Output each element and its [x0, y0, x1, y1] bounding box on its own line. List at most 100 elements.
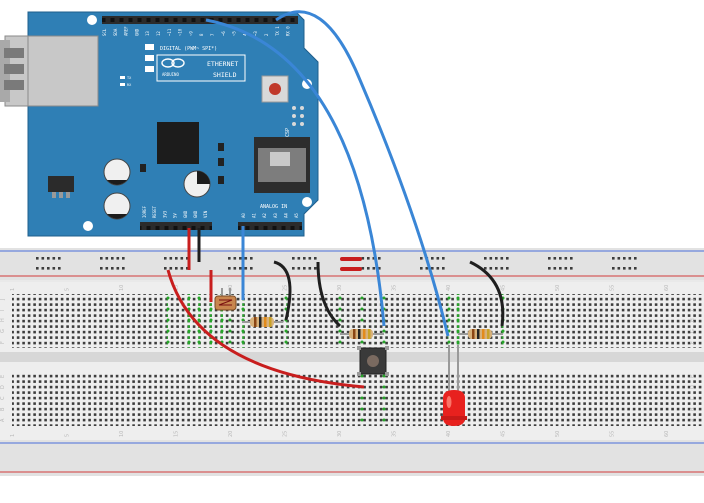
active-hole: [197, 307, 201, 311]
rail-hole: [250, 257, 253, 260]
column-number: 10: [119, 431, 125, 437]
rail-hole: [239, 257, 242, 260]
rail-hole: [495, 267, 498, 270]
blue-wire-pin8: [205, 18, 386, 327]
smd-component: [145, 55, 154, 61]
row-letter: D: [0, 385, 6, 389]
analog-pin-label: A2: [262, 213, 267, 218]
shield-line-1: ETHERNET: [207, 60, 238, 68]
analog-pin-label: A5: [294, 213, 299, 218]
rail-hole: [58, 257, 61, 260]
rail-hole: [116, 267, 120, 270]
row-letter: I: [0, 310, 6, 311]
column-number: 30: [337, 431, 343, 437]
rail-hole: [378, 257, 381, 260]
active-hole: [338, 340, 342, 344]
resistor-3: [458, 329, 503, 339]
resistor-1: [242, 317, 283, 327]
regulator-leg: [52, 192, 56, 198]
rail-hole: [361, 267, 365, 270]
rail-hole: [489, 267, 493, 270]
column-number: 5: [65, 434, 71, 437]
row-letter: I: [690, 310, 696, 311]
rail-hole: [617, 267, 621, 270]
digital-pin-label: 4: [242, 33, 247, 36]
active-hole: [456, 340, 460, 344]
power-pin-label: VIN: [203, 210, 208, 218]
active-hole: [209, 340, 213, 344]
active-hole: [209, 318, 213, 322]
active-hole: [166, 296, 170, 300]
rail-hole: [292, 267, 295, 270]
active-hole: [220, 318, 224, 322]
rail-hole: [425, 267, 429, 270]
column-number: 45: [501, 285, 507, 291]
active-hole: [166, 318, 170, 322]
rail-hole: [122, 267, 125, 270]
mounting-hole: [87, 15, 97, 25]
rail-hole: [612, 257, 615, 260]
rail-hole: [303, 267, 306, 270]
rail-hole: [308, 267, 312, 270]
top-power-rail: [0, 248, 704, 280]
rail-hole: [111, 257, 114, 260]
rail-hole: [442, 257, 445, 260]
row-letter: B: [0, 407, 6, 411]
mounting-hole: [83, 221, 93, 231]
rail-hole: [233, 267, 237, 270]
active-hole: [447, 340, 451, 344]
rail-hole: [233, 257, 237, 260]
row-letter: J: [0, 299, 6, 301]
active-hole: [382, 396, 386, 400]
active-hole: [456, 307, 460, 311]
bottom-power-rail: [0, 440, 704, 476]
smd-component: [145, 44, 154, 50]
active-hole: [187, 296, 191, 300]
rail-hole: [169, 257, 173, 260]
ethernet-jack-port: [4, 64, 24, 74]
column-number: 35: [392, 431, 398, 437]
rail-hole: [553, 267, 557, 270]
ethernet-jack-led-2: [4, 80, 24, 90]
active-columns: [166, 294, 505, 422]
rail-hole: [105, 267, 109, 270]
column-number: 40: [446, 431, 452, 437]
digital-pin-label: AREF: [124, 26, 129, 36]
active-hole: [166, 340, 170, 344]
power-pin-label: GND: [193, 210, 198, 218]
active-hole: [187, 329, 191, 333]
rail-hole: [634, 257, 637, 260]
active-hole: [197, 329, 201, 333]
row-letter: G: [0, 329, 6, 333]
digital-pin-label: RX 0: [286, 26, 291, 36]
mounting-hole: [302, 197, 312, 207]
active-hole: [360, 396, 364, 400]
smd-chip: [218, 158, 224, 166]
digital-pin-label: ~5: [232, 31, 237, 36]
icsp-label: ICSP: [285, 128, 291, 140]
voltage-regulator: [48, 176, 74, 192]
row-letter: G: [690, 329, 696, 333]
row-letter: D: [690, 385, 696, 389]
active-hole: [447, 307, 451, 311]
row-letter: H: [690, 318, 696, 322]
rail-hole: [41, 267, 45, 270]
column-number: 15: [174, 431, 180, 437]
rail-hole: [116, 257, 120, 260]
reset-button-cap[interactable]: [269, 83, 281, 95]
rail-hole: [564, 257, 568, 260]
digital-pin-label: GND: [134, 28, 139, 36]
active-hole: [284, 296, 288, 300]
digital-pin-label: ~9: [188, 31, 193, 36]
active-hole: [501, 329, 505, 333]
column-number: 50: [555, 431, 561, 437]
rail-hole: [41, 257, 45, 260]
rail-hole: [420, 267, 423, 270]
rail-hole: [175, 257, 178, 260]
active-hole: [382, 374, 386, 378]
active-hole: [197, 318, 201, 322]
active-hole: [360, 418, 364, 422]
